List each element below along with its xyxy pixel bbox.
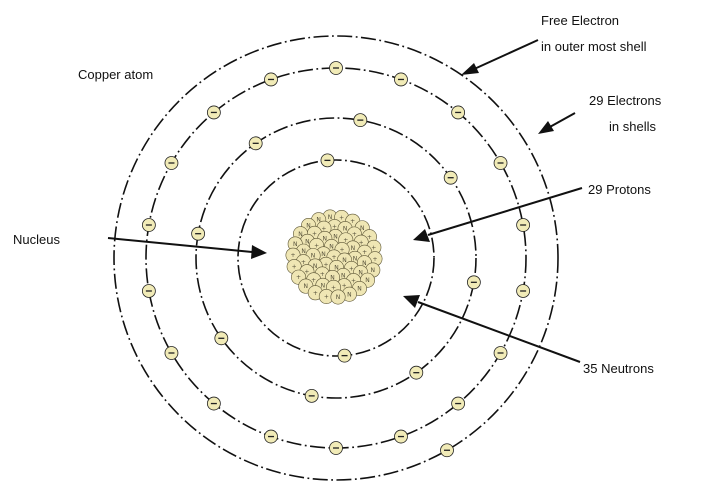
electron [207, 106, 220, 119]
electron [338, 349, 351, 362]
nucleon-mark: N [347, 291, 352, 298]
nucleon-mark: N [304, 283, 309, 290]
pointer-arrows [108, 40, 582, 362]
electron [265, 73, 278, 86]
nucleus-arrow-head [251, 245, 267, 259]
free-electron-arrow-head [461, 63, 479, 75]
electron [452, 106, 465, 119]
neutrons-label: 35 Neutrons [583, 361, 654, 376]
electron [330, 442, 343, 455]
protons-arrow-head [413, 229, 430, 242]
nucleon-mark: N [321, 251, 326, 258]
electron [265, 430, 278, 443]
nucleon-mark: + [291, 252, 296, 259]
nucleon-mark: N [311, 253, 316, 260]
nucleon-mark: N [371, 267, 376, 274]
protons-label: 29 Protons [588, 182, 651, 197]
free-electron-label-line2: in outer most shell [541, 39, 647, 54]
electron [215, 332, 228, 345]
nucleon-mark: + [340, 247, 345, 254]
nucleon-mark: + [371, 244, 376, 251]
electron [394, 430, 407, 443]
nucleon-mark: N [336, 294, 341, 301]
electron [452, 397, 465, 410]
electron [142, 284, 155, 297]
nucleon-mark: + [339, 215, 344, 222]
electron [410, 366, 423, 379]
protons-arrow-line [428, 188, 582, 235]
nucleon-mark: N [293, 241, 298, 248]
nucleon-mark: N [343, 226, 348, 233]
electron [165, 157, 178, 170]
free-electron-arrow-line [472, 40, 538, 70]
free-electron-label-line1: Free Electron [541, 13, 619, 28]
electron [441, 444, 454, 457]
electron [321, 154, 334, 167]
nucleon-mark: N [357, 286, 362, 293]
electron [249, 137, 262, 150]
electron [494, 347, 507, 360]
electron [394, 73, 407, 86]
nucleon-mark: + [331, 254, 336, 261]
electron [330, 62, 343, 75]
electrons-count-label-line2: in shells [609, 119, 656, 134]
electron [192, 227, 205, 240]
nucleon-mark: N [301, 248, 306, 255]
copper-atom-label: Copper atom [78, 67, 153, 82]
electron [444, 171, 457, 184]
electron [517, 284, 530, 297]
nucleon-mark: + [372, 256, 377, 263]
electron [354, 114, 367, 127]
electron [207, 397, 220, 410]
nucleon-mark: N [365, 277, 370, 284]
electrons-count-label-line1: 29 Electrons [589, 93, 662, 108]
nucleus: N+N+N+N+N+N+N+N+N+N+N+N+N+N+N+N+N+N+N+N+… [286, 210, 382, 304]
electron [165, 347, 178, 360]
electron [467, 276, 480, 289]
nucleon-mark: + [313, 290, 318, 297]
nucleon-mark: N [329, 243, 334, 250]
nucleon-mark: + [362, 249, 367, 256]
nucleon-mark: + [324, 293, 329, 300]
electron [517, 219, 530, 232]
nucleon-mark: N [342, 257, 347, 264]
electron [142, 219, 155, 232]
electron [305, 389, 318, 402]
nucleon-mark: N [351, 245, 356, 252]
nucleus-arrow-line [108, 238, 252, 252]
electrons-arrow-line [548, 113, 575, 128]
nucleon-mark: + [296, 274, 301, 281]
nucleon-mark: + [292, 264, 297, 271]
nucleus-label: Nucleus [13, 232, 60, 247]
electron [494, 157, 507, 170]
neutrons-arrow-head [403, 295, 420, 308]
electrons-arrow-head [538, 121, 554, 134]
